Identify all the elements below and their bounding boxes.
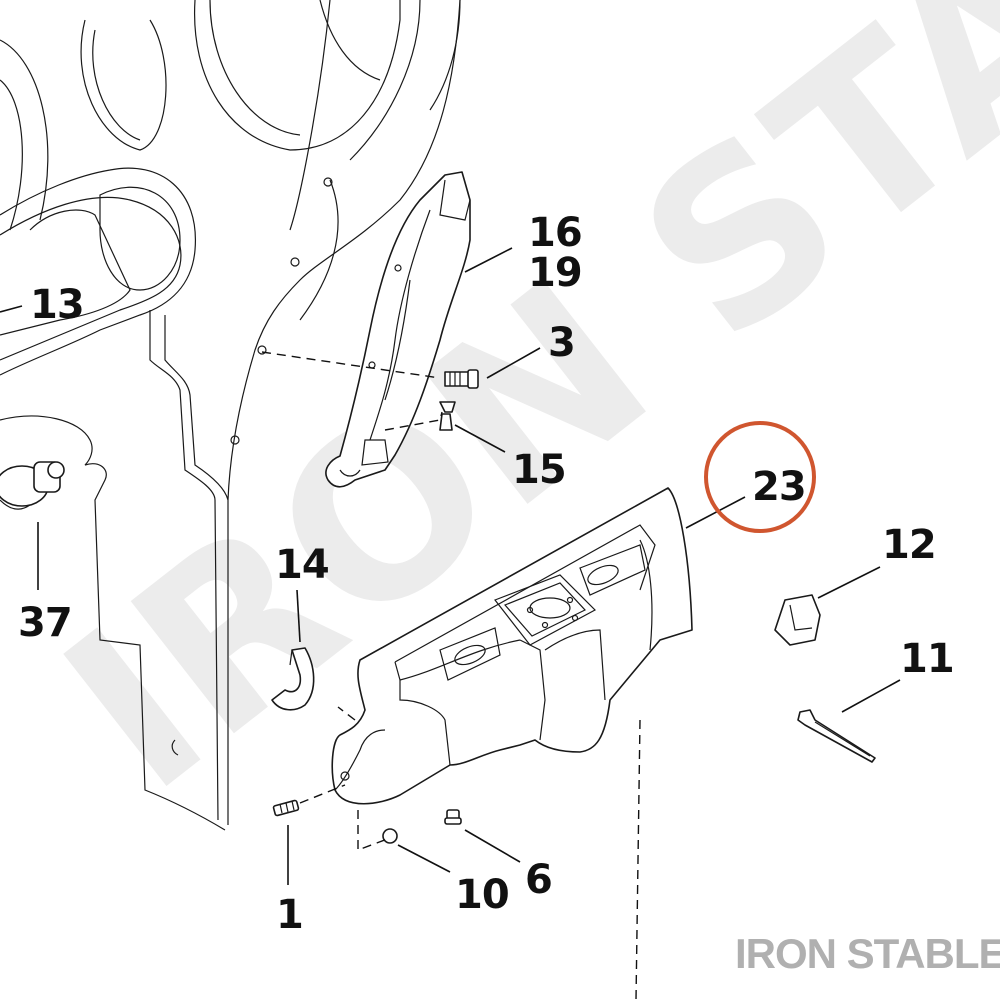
nut-part-10 — [382, 828, 398, 844]
cable-tie-part-11 — [797, 709, 876, 763]
callout-labels: 16 19 3 15 23 12 11 14 13 37 1 10 6 — [18, 210, 955, 938]
clip-part-15 — [439, 401, 456, 431]
support-bracket — [325, 171, 471, 488]
bulb-socket-part — [0, 461, 65, 510]
clip-part-12 — [774, 594, 821, 646]
callout-14: 14 — [275, 542, 329, 588]
callout-10: 10 — [455, 872, 509, 918]
inner-fairing-panel — [0, 0, 461, 831]
callout-37: 37 — [18, 600, 72, 646]
assembly-lines — [261, 351, 641, 1000]
callout-23: 23 — [752, 464, 806, 510]
ring-clip-part-14 — [271, 647, 315, 711]
callout-12: 12 — [882, 522, 936, 568]
callout-3: 3 — [548, 320, 575, 366]
callout-13: 13 — [30, 282, 84, 328]
callout-19: 19 — [528, 250, 582, 296]
cover-part-23 — [331, 487, 693, 805]
callout-16: 16 — [528, 210, 582, 256]
callout-15: 15 — [512, 447, 566, 493]
callout-6: 6 — [525, 857, 552, 903]
callout-1: 1 — [276, 892, 303, 938]
callout-11: 11 — [900, 636, 954, 682]
screw-part-1 — [272, 799, 300, 817]
screw-part-3 — [444, 369, 479, 389]
brand-text: IRON STABLE — [735, 930, 1000, 977]
gauge-housing — [0, 0, 461, 231]
leader-lines — [0, 247, 901, 885]
highlight-circle — [704, 421, 816, 533]
screw-part-6 — [444, 809, 462, 825]
